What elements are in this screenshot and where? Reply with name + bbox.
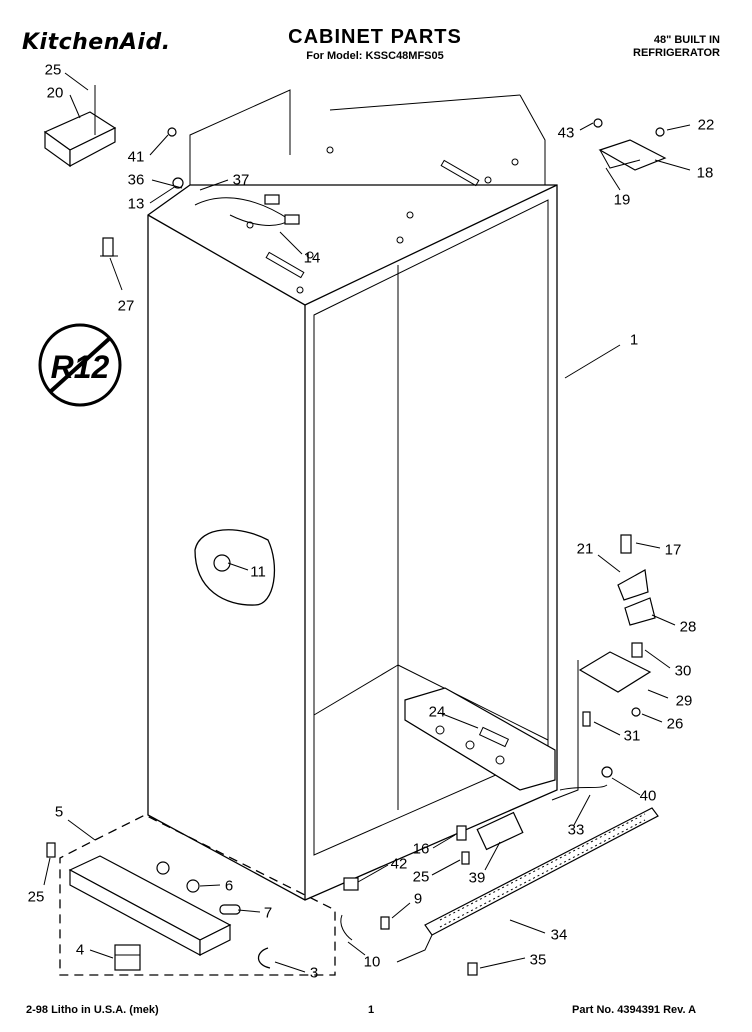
wire-33 [559,784,608,791]
callout-25-lower-mid: 25 [412,868,430,886]
callout-7: 7 [263,904,273,922]
callout-28: 28 [679,618,697,636]
spec-line-2: REFRIGERATOR [633,47,720,59]
leader-lines [43,72,691,973]
callout-27: 27 [117,297,135,315]
callout-13: 13 [127,195,145,213]
base-rail [404,687,556,791]
callout-34: 34 [550,926,568,944]
bottom-assembly-box [59,814,336,976]
callout-14: 14 [303,249,321,267]
callout-9: 9 [413,890,423,908]
leveling-rail [68,855,241,957]
callout-36: 36 [127,171,145,189]
callout-25: 25 [44,61,62,79]
callout-19: 19 [613,191,631,209]
side-cutout [194,529,276,606]
callout-5: 5 [54,803,64,821]
clip-27 [100,237,118,257]
page-title: CABINET PARTS [288,26,462,48]
callout-6: 6 [224,877,234,895]
callout-26: 26 [666,715,684,733]
callout-25-lower-left: 25 [27,888,45,906]
callout-39: 39 [468,869,486,887]
callout-29: 29 [675,692,693,710]
bracket-20 [43,85,117,168]
r12-badge: R12 [38,323,122,407]
callout-22: 22 [697,116,715,134]
hinge-bracket-18 [593,118,667,171]
callout-1: 1 [629,331,639,349]
callout-37: 37 [232,171,250,189]
hinge-assembly [551,534,656,801]
brand-logo: KitchenAid. [22,30,171,55]
callout-40: 40 [639,787,657,805]
callout-35: 35 [529,951,547,969]
cover-39 [476,811,524,851]
callout-17: 17 [664,541,682,559]
spec-line-1: 48" BUILT IN [653,34,720,46]
plug-part [213,554,231,572]
callout-10: 10 [363,953,381,971]
callout-20: 20 [46,84,64,102]
callout-31: 31 [623,727,641,745]
footer-page: 1 [368,1004,375,1016]
callout-42: 42 [390,855,408,873]
callout-4: 4 [75,941,85,959]
callout-30: 30 [674,662,692,680]
r12-text: R12 [51,349,110,385]
product-spec: 48" BUILT IN REFRIGERATOR [560,34,720,60]
footer-part-number: Part No. 4394391 Rev. A [572,1004,697,1016]
kick-plate [396,807,659,963]
clip-3 [257,947,271,969]
callout-18: 18 [696,164,714,182]
callout-16: 16 [412,840,430,858]
callout-11: 11 [250,563,266,581]
callout-3: 3 [309,964,319,982]
foot-4 [114,944,141,971]
callout-24: 24 [428,703,446,721]
callout-21: 21 [576,540,594,558]
callout-41: 41 [127,148,145,166]
footer-litho: 2-98 Litho in U.S.A. (mek) [26,1004,159,1016]
model-line: For Model: KSSC48MFS05 [306,50,444,62]
cabinet [147,89,558,901]
callout-43: 43 [557,124,575,142]
callout-33: 33 [567,821,585,839]
